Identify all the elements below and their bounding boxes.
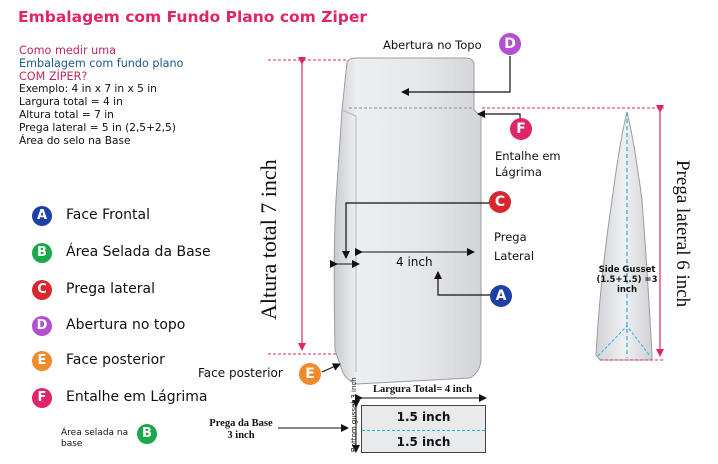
base-seal-note: Área selada na base — [61, 428, 129, 449]
legend-badge-d: D — [32, 316, 52, 336]
legend-label-e: Face posterior — [66, 352, 165, 368]
total-height-label: Altura total 7 inch — [256, 159, 281, 320]
tear-notch-label: Entalhe em Lágrima — [495, 149, 561, 179]
legend-label-b: Área Selada da Base — [66, 244, 211, 260]
prega-line: Prega lateral = 5 in (2,5+2,5) — [19, 122, 176, 134]
bag-side-fold — [341, 109, 357, 372]
bag-front-panel — [333, 57, 482, 385]
base-row-2: 1.5 inch — [396, 435, 451, 449]
leader-tear-notch — [477, 110, 521, 118]
badge-f: F — [510, 118, 532, 140]
base-gusset-box: 1.5 inch 1.5 inch — [361, 405, 486, 453]
legend-label-d: Abertura no topo — [66, 317, 186, 333]
leader-side-gusset — [342, 202, 490, 259]
leader-front-face — [434, 271, 496, 296]
badge-d: D — [499, 33, 521, 55]
inner-width-label: 4 inch — [396, 255, 433, 269]
legend-badge-b: B — [32, 243, 52, 263]
total-width-label: Largura Total= 4 inch — [373, 384, 473, 395]
base-divider — [362, 430, 485, 431]
legend-label-f: Entalhe em Lágrima — [66, 389, 208, 405]
legend-badge-f: F — [32, 388, 52, 408]
measurement-instructions: Como medir uma Embalagem com fundo plano… — [19, 44, 219, 148]
badge-e: E — [299, 363, 321, 385]
badge-c: C — [489, 191, 511, 213]
legend-badge-a: A — [32, 206, 52, 226]
back-face-label: Face posterior — [198, 366, 283, 380]
badge-a: A — [490, 285, 512, 307]
side-gusset-label: Prega Lateral — [494, 230, 535, 263]
side-gusset-dimension-label: Side Gusset (1.5+1.5) =3 inch — [596, 265, 658, 295]
intro-line-2: Embalagem com fundo plano — [19, 57, 184, 70]
base-gusset-label: Prega da Base 3 inch — [209, 418, 273, 441]
selo-line: Área do selo na Base — [19, 135, 131, 147]
legend-label-a: Face Frontal — [66, 207, 150, 223]
altura-line: Altura total = 7 in — [19, 109, 114, 121]
side-gusset-height-label: Prega lateral 6 inch — [672, 160, 693, 308]
intro-line-1: Como medir uma — [19, 44, 116, 57]
side-gusset-panel — [595, 111, 653, 361]
legend-label-c: Prega lateral — [66, 281, 155, 297]
base-row-1: 1.5 inch — [396, 410, 451, 424]
bottom-gusset-label: Bottom gusset 3 inch — [350, 377, 358, 452]
largura-line: Largura total = 4 in — [19, 96, 123, 108]
side-gusset-fold — [597, 325, 651, 357]
example-line: Exemplo: 4 in x 7 in x 5 in — [19, 83, 157, 95]
legend-badge-e: E — [32, 351, 52, 371]
top-opening-label: Abertura no Topo — [383, 38, 482, 52]
leader-top-opening — [401, 56, 511, 96]
intro-line-3: COM ZÍPER? — [19, 70, 88, 83]
leader-back-face — [321, 363, 341, 373]
page-title: Embalagem com Fundo Plano com Ziper — [18, 8, 368, 26]
base-seal-note-badge: B — [137, 424, 157, 444]
legend-badge-c: C — [32, 280, 52, 300]
